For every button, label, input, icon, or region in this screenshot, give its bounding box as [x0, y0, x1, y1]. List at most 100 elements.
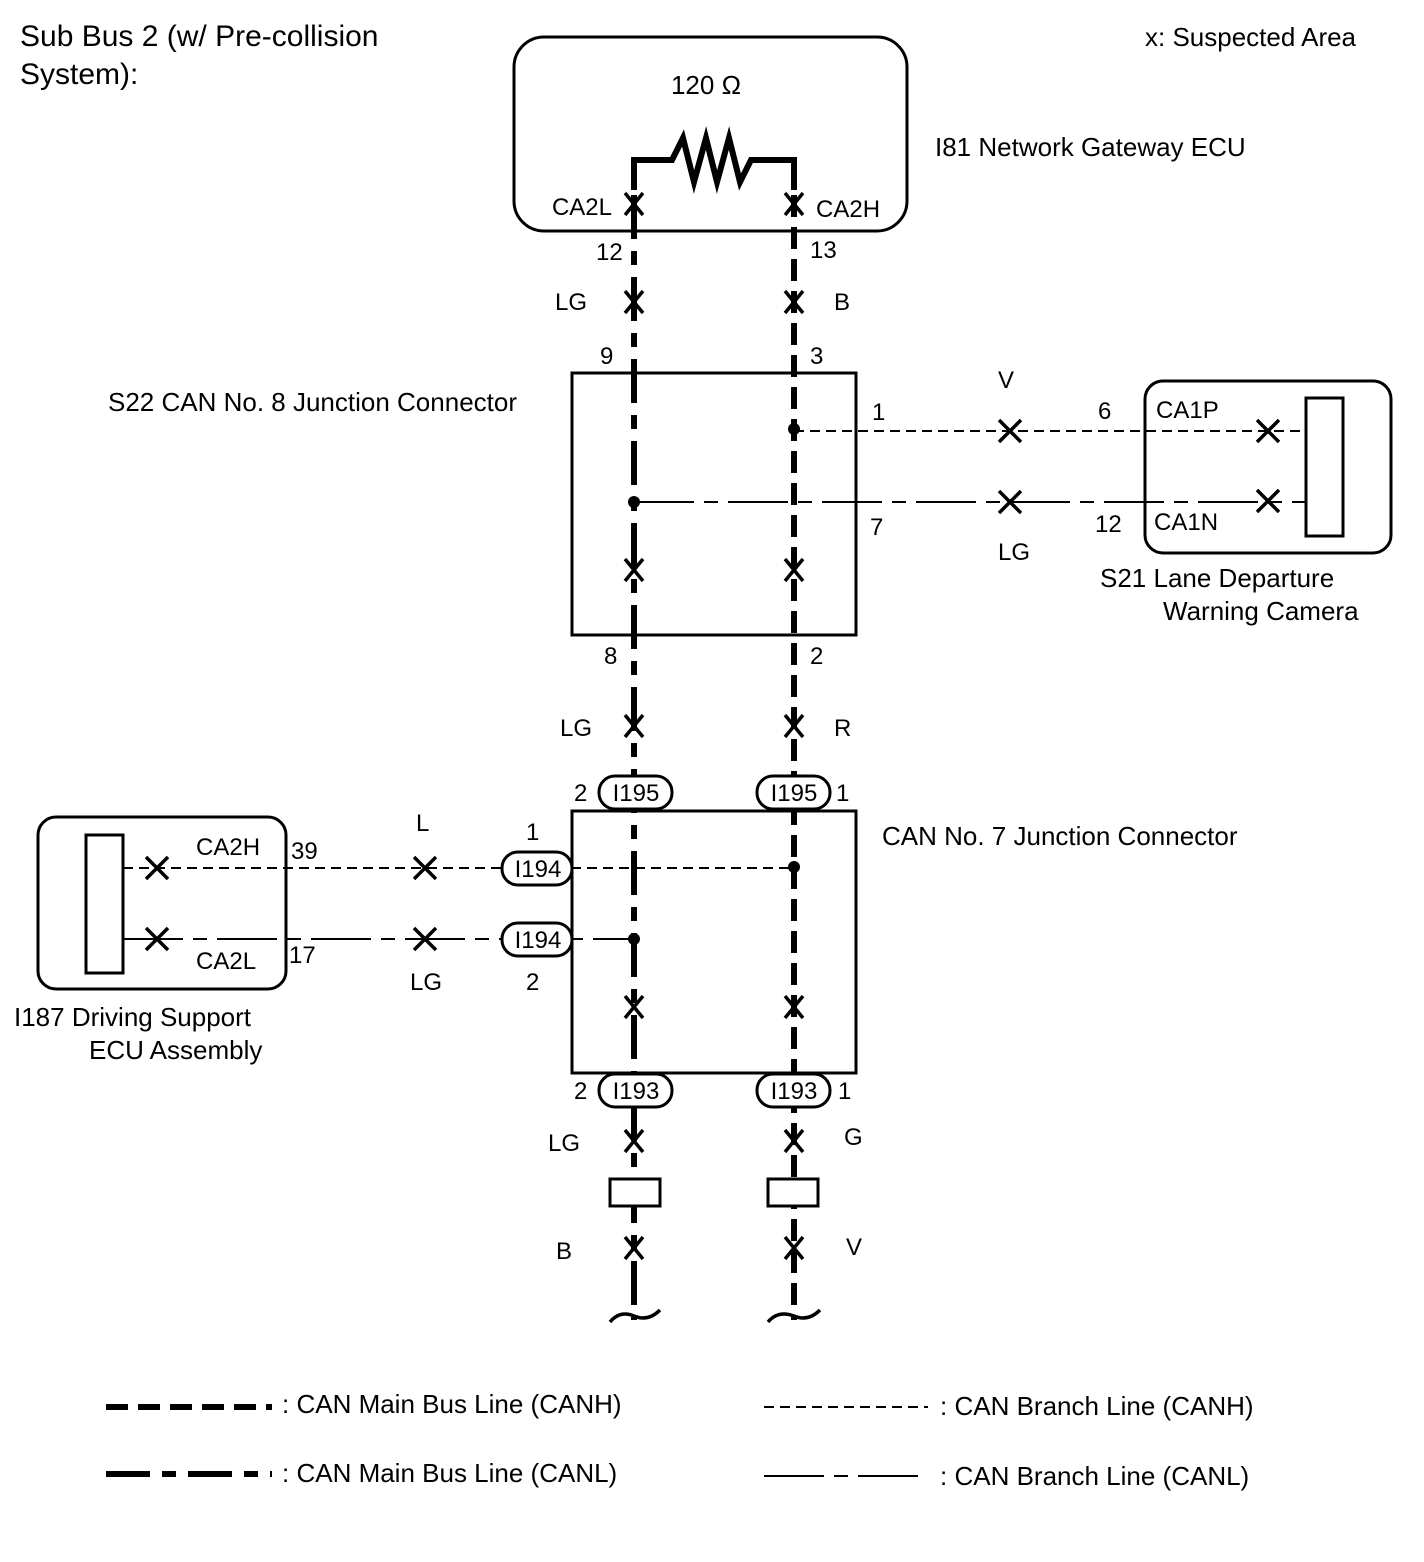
camera-terminal-12: 12: [1095, 511, 1122, 538]
camera-pin-ca1n: CA1N: [1154, 509, 1218, 536]
legend-main-canl: : CAN Main Bus Line (CANL): [282, 1458, 617, 1488]
legend-main-canh: : CAN Main Bus Line (CANH): [282, 1389, 622, 1419]
suspected-x-mark: [783, 1128, 805, 1154]
wire-color-ecu-l: LG: [410, 969, 442, 996]
dsecu-terminal-17: 17: [289, 942, 316, 969]
driving-support-ecu-connector-block: [84, 833, 125, 975]
j7-pin-top-1: 1: [836, 780, 849, 807]
gateway-pin-ca2h: CA2H: [816, 196, 880, 223]
wire-color-mid-left: LG: [560, 715, 592, 742]
j7-pin-bottom-2: 2: [574, 1078, 587, 1105]
j7-connector-i195-right-label: I195: [771, 780, 818, 807]
suspected-x-mark: [783, 557, 805, 583]
driving-support-ecu-box: [36, 815, 288, 991]
suspected-x-mark: [783, 1235, 805, 1261]
j7-connector-i193-left-label: I193: [613, 1078, 660, 1105]
wire-color-camera-h: V: [998, 367, 1014, 394]
suspected-area-marks: [144, 191, 1281, 1261]
suspected-x-mark: [412, 926, 438, 952]
camera-box: [1143, 379, 1393, 555]
camera-terminal-6: 6: [1098, 398, 1111, 425]
s22-canh-splice: [788, 423, 800, 435]
j7-connector-i194-l-label: I194: [515, 927, 562, 954]
camera-connector-block: [1304, 396, 1345, 538]
canh-wire-break-mark: [766, 1308, 822, 1324]
j7-connector-i195-left: [597, 774, 674, 811]
j7-connector-i195-left-label: I195: [613, 780, 660, 807]
j7-connector-i193-right: [755, 1072, 832, 1109]
suspected-x-mark: [412, 855, 438, 881]
suspected-x-mark: [623, 713, 645, 739]
j7-junction-box: [570, 809, 858, 1075]
suspected-x-mark: [997, 489, 1023, 515]
suspected-x-mark: [783, 191, 805, 217]
wire-color-camera-l: LG: [998, 539, 1030, 566]
camera-label-line-2: Warning Camera: [1163, 596, 1359, 626]
wire-color-mid-right: R: [834, 715, 851, 742]
inline-connector-canh: [766, 1177, 820, 1208]
canl-wire-break-mark: [608, 1308, 662, 1324]
wire-color-ecu-h: L: [416, 810, 429, 837]
j7-canh-splice: [788, 861, 800, 873]
suspected-x-mark: [623, 557, 645, 583]
j7-pin-branch-2: 2: [526, 969, 539, 996]
gateway-terminal-12: 12: [596, 239, 623, 266]
suspected-x-mark: [144, 926, 170, 952]
suspected-x-mark: [623, 994, 645, 1020]
s22-pin-2: 2: [810, 643, 823, 670]
gateway-pin-ca2l: CA2L: [552, 194, 612, 221]
wire-color-top-right: B: [834, 289, 850, 316]
legend-branch-canl: : CAN Branch Line (CANL): [940, 1461, 1249, 1491]
gateway-terminal-13: 13: [810, 237, 837, 264]
gateway-ecu-box: [512, 35, 909, 233]
wire-color-top-left: LG: [555, 289, 587, 316]
suspected-x-mark: [1255, 418, 1281, 444]
suspected-x-mark: [623, 1235, 645, 1261]
j7-label: CAN No. 7 Junction Connector: [882, 821, 1238, 851]
diagram-title-line-2: System):: [20, 58, 138, 91]
j7-connector-i193-left: [597, 1072, 674, 1109]
suspected-x-mark: [623, 191, 645, 217]
wire-color-bottom-right: V: [846, 1234, 862, 1261]
dsecu-terminal-39: 39: [291, 838, 318, 865]
j7-connector-i194-h: [500, 850, 574, 887]
gateway-ecu-label: I81 Network Gateway ECU: [935, 132, 1246, 162]
suspected-x-mark: [997, 418, 1023, 444]
wire-color-low-left: LG: [548, 1130, 580, 1157]
s22-pin-3: 3: [810, 343, 823, 370]
s22-label: S22 CAN No. 8 Junction Connector: [108, 387, 517, 417]
inline-connector-canl: [608, 1177, 662, 1208]
s22-pin-9: 9: [600, 343, 613, 370]
j7-pin-branch-1: 1: [526, 819, 539, 846]
resistor-label: 120 Ω: [671, 70, 741, 100]
camera-pin-ca1p: CA1P: [1156, 397, 1219, 424]
dsecu-pin-ca2h: CA2H: [196, 834, 260, 861]
suspected-x-mark: [623, 289, 645, 315]
s22-junction-box: [570, 371, 858, 637]
diagram-title-line-1: Sub Bus 2 (w/ Pre-collision: [20, 20, 378, 53]
dsecu-label-line-1: I187 Driving Support: [14, 1002, 252, 1032]
j7-connector-i193-right-label: I193: [771, 1078, 818, 1105]
j7-pin-bottom-1: 1: [838, 1078, 851, 1105]
suspected-x-mark: [783, 994, 805, 1020]
suspected-x-mark: [1255, 488, 1281, 514]
dsecu-pin-ca2l: CA2L: [196, 948, 256, 975]
wire-color-bottom-left: B: [556, 1238, 572, 1265]
suspected-area-note: x: Suspected Area: [1145, 22, 1357, 52]
termination-resistor-symbol: [634, 126, 794, 194]
suspected-x-mark: [783, 713, 805, 739]
camera-label-line-1: S21 Lane Departure: [1100, 563, 1334, 593]
j7-connector-i194-h-label: I194: [515, 856, 562, 883]
j7-connector-i195-right: [755, 774, 832, 811]
j7-connector-i194-l: [500, 921, 574, 958]
s22-pin-8: 8: [604, 643, 617, 670]
suspected-x-mark: [623, 1128, 645, 1154]
dsecu-label-line-2: ECU Assembly: [89, 1035, 262, 1065]
s22-pin-7: 7: [870, 514, 883, 541]
suspected-x-mark: [783, 289, 805, 315]
j7-pin-top-2: 2: [574, 780, 587, 807]
wire-color-low-right: G: [844, 1124, 863, 1151]
suspected-x-mark: [144, 855, 170, 881]
legend-branch-canh: : CAN Branch Line (CANH): [940, 1391, 1254, 1421]
